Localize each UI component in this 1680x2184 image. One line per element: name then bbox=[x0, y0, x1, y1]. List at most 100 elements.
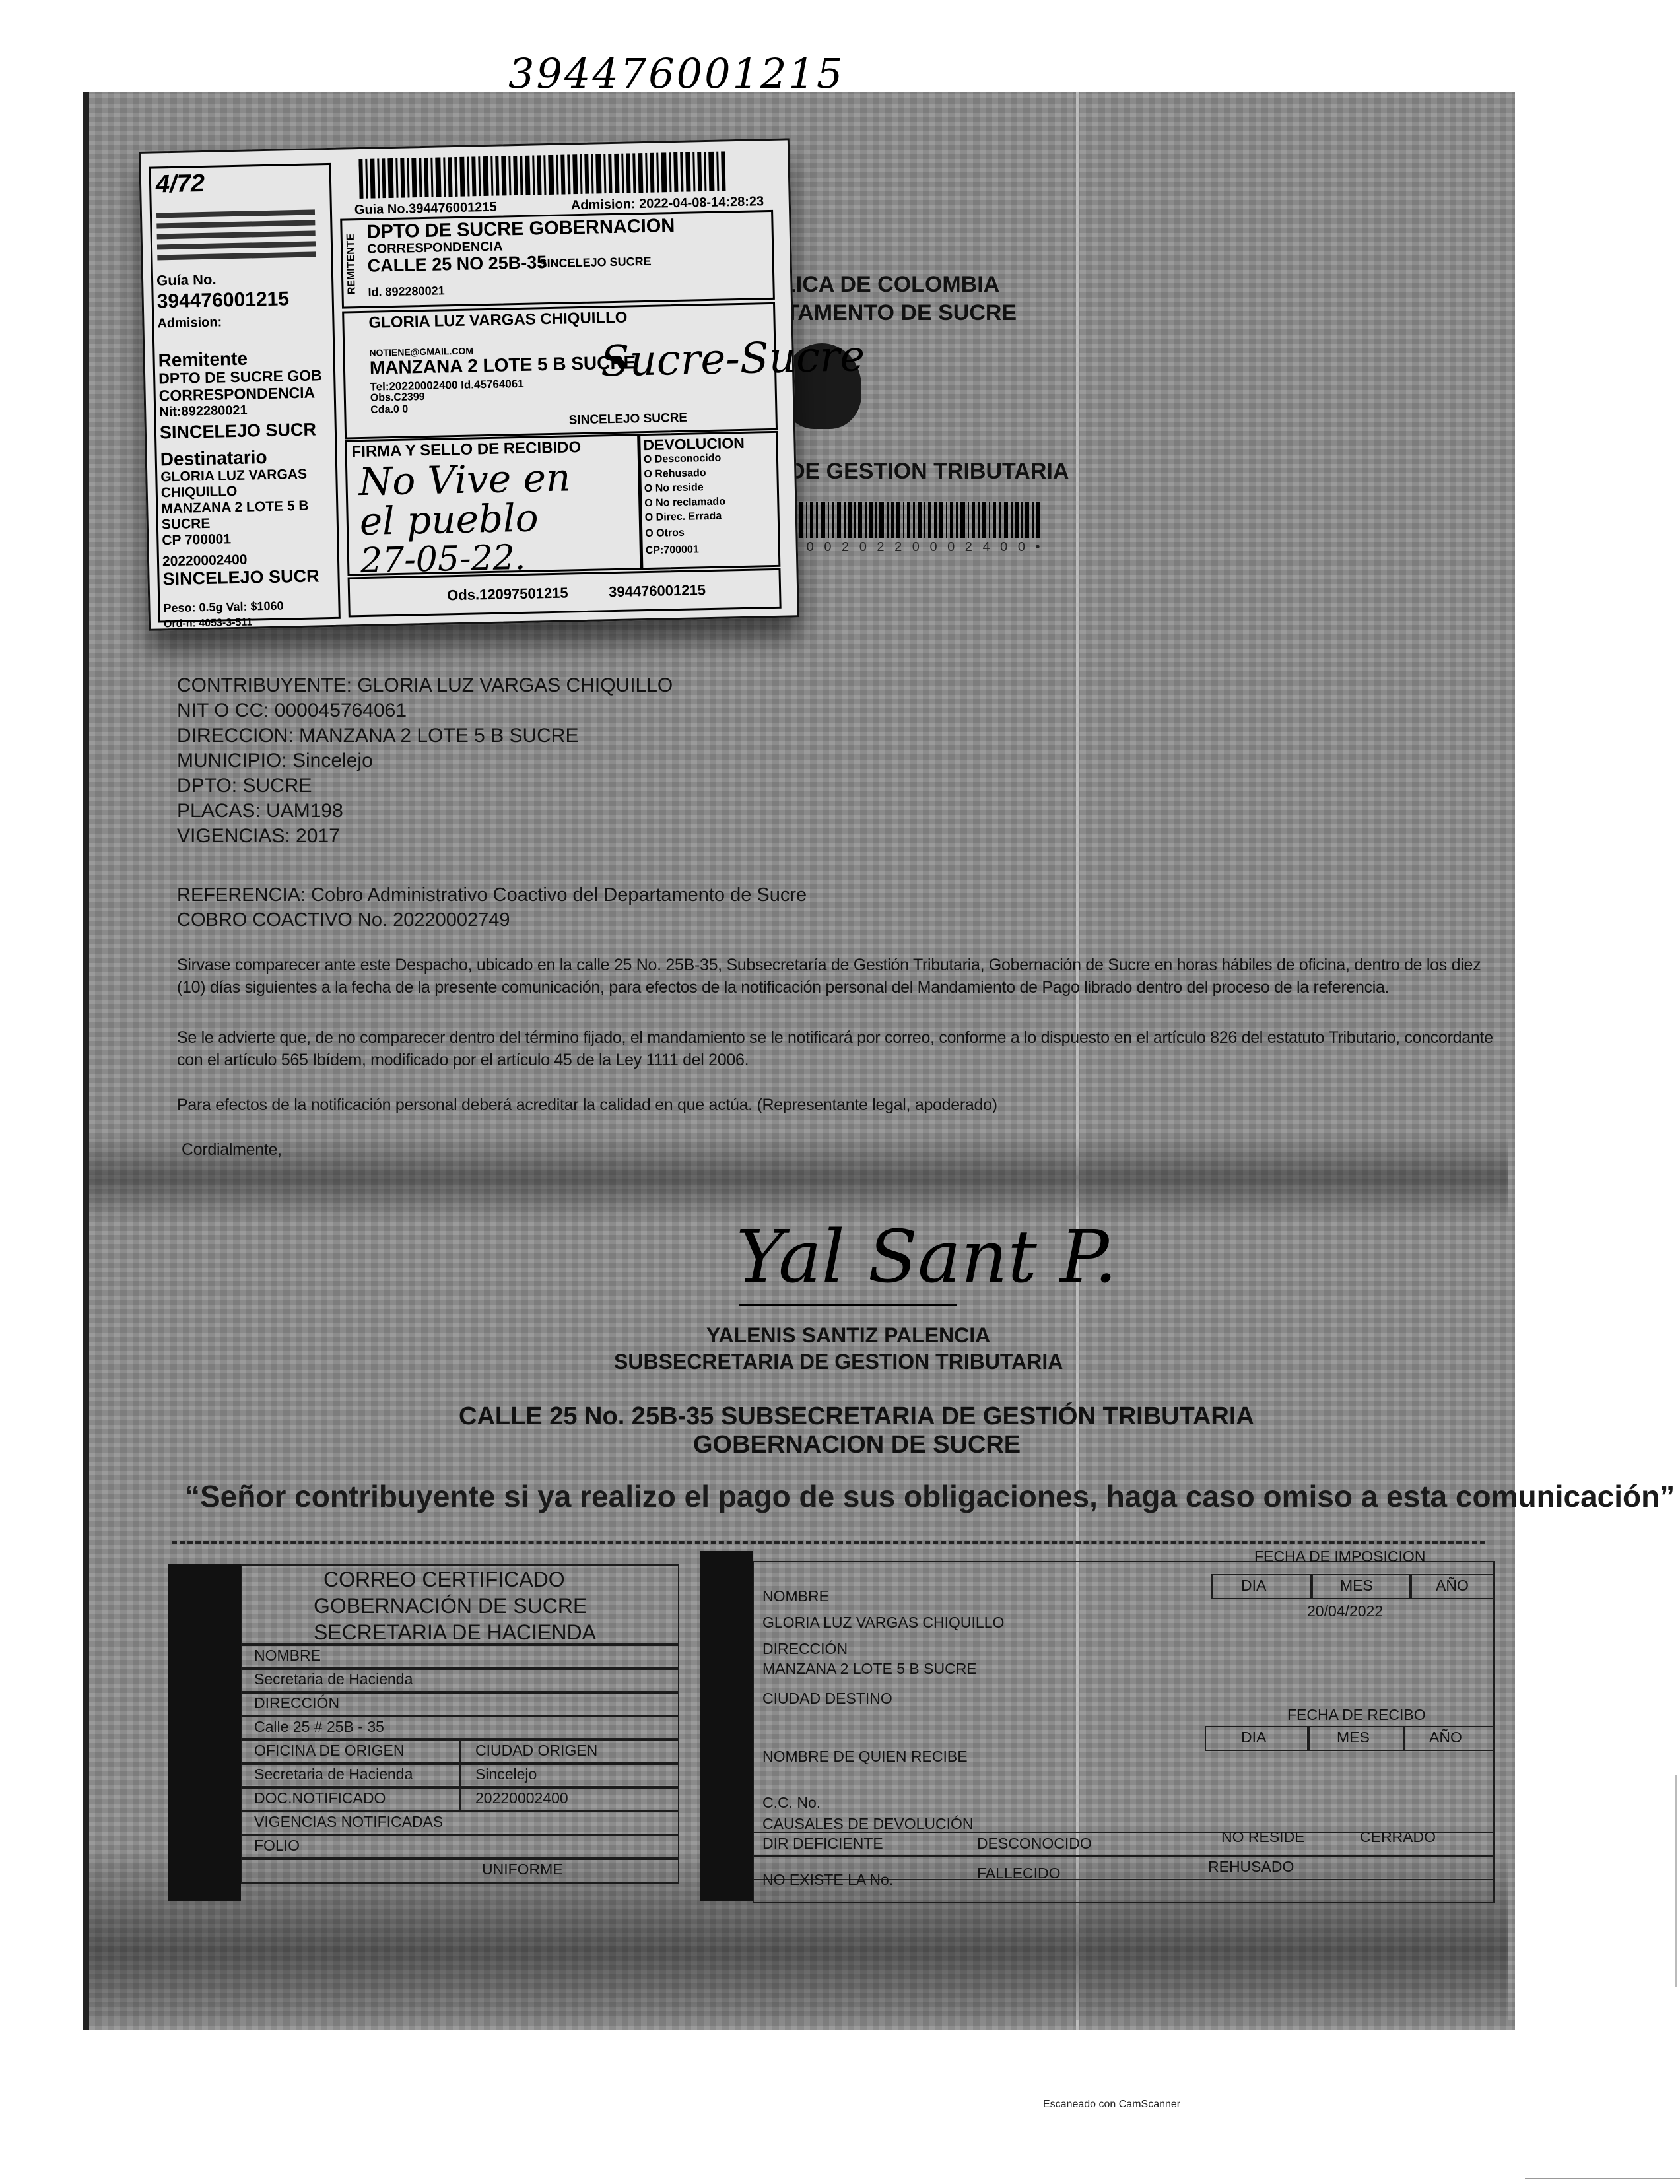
guia-number-bottom: 394476001215 bbox=[608, 581, 706, 601]
barcode-icon bbox=[789, 502, 1040, 538]
form-label: C.C. No. bbox=[762, 1794, 821, 1811]
cut-dashed-line bbox=[172, 1541, 1485, 1544]
form-value: Sincelejo bbox=[475, 1766, 537, 1783]
form-label: NO EXISTE LA No. bbox=[762, 1871, 894, 1888]
form-cell bbox=[1205, 1726, 1310, 1751]
destinatario-line: CP 700001 bbox=[162, 531, 232, 548]
admision-date: Admision: 2022-04-08-14:28:23 bbox=[570, 194, 764, 213]
form-cell bbox=[241, 1738, 461, 1765]
devolucion-option: O No reside bbox=[644, 482, 704, 495]
form-label: UNIFORME bbox=[482, 1861, 563, 1878]
form-value: MANZANA 2 LOTE 5 B SUCRE bbox=[762, 1660, 977, 1677]
remitente-line: Nit:892280021 bbox=[159, 403, 248, 420]
destinatario-title: Destinatario bbox=[160, 447, 267, 470]
form-label: FECHA DE RECIBO bbox=[1287, 1706, 1426, 1723]
form-cell bbox=[1403, 1726, 1495, 1751]
header-department: TAMENTO DE SUCRE bbox=[786, 300, 1017, 325]
header-office: DE GESTION TRIBUTARIA bbox=[789, 459, 1069, 484]
ods-number: Ods.12097501215 bbox=[446, 584, 568, 604]
scan-edge-line bbox=[1525, 2178, 1680, 2179]
orden-text: Ord-n: 4053-3-511 bbox=[163, 616, 253, 630]
paragraph-line: con el artículo 565 Ibídem, modificado p… bbox=[177, 1051, 749, 1069]
paragraph-line: Se le advierte que, de no comparecer den… bbox=[177, 1028, 1493, 1047]
signer-name: YALENIS SANTIZ PALENCIA bbox=[706, 1323, 991, 1347]
form-label: AÑO bbox=[1436, 1577, 1469, 1594]
form-value: GLORIA LUZ VARGAS CHIQUILLO bbox=[762, 1614, 1005, 1631]
dpto-line: DPTO: SUCRE bbox=[177, 775, 312, 797]
form-black-bar bbox=[168, 1564, 241, 1901]
office-name: GOBERNACION DE SUCRE bbox=[693, 1431, 1021, 1459]
devolucion-option: O No reclamado bbox=[644, 496, 726, 510]
paragraph-line: (10) días siguientes a la fecha de la pr… bbox=[177, 978, 1390, 997]
destinatario-box-line: Obs.C2399 bbox=[370, 391, 425, 404]
form-cell bbox=[1307, 1726, 1405, 1751]
form-cell bbox=[459, 1786, 679, 1812]
form-cell bbox=[753, 1855, 1495, 1880]
form-subtitle: SECRETARIA DE HACIENDA bbox=[314, 1620, 596, 1644]
form-cell bbox=[1409, 1574, 1495, 1599]
municipio-line: MUNICIPIO: Sincelejo bbox=[177, 750, 373, 772]
form-label: DIRECCIÓN bbox=[254, 1694, 340, 1711]
devolucion-option: O Rehusado bbox=[644, 467, 706, 480]
handwritten-date: 27-05-22. bbox=[360, 537, 526, 581]
form-label: NOMBRE DE QUIEN RECIBE bbox=[762, 1748, 968, 1765]
contribuyente-line: CONTRIBUYENTE: GLORIA LUZ VARGAS CHIQUIL… bbox=[177, 675, 673, 696]
camscanner-watermark: Escaneado con CamScanner bbox=[1043, 2099, 1181, 2110]
form-label: FALLECIDO bbox=[977, 1865, 1061, 1882]
nit-line: NIT O CC: 000045764061 bbox=[177, 700, 407, 721]
admision-label: Admision: bbox=[157, 315, 222, 331]
form-label: AÑO bbox=[1429, 1729, 1462, 1746]
form-label: MES bbox=[1340, 1577, 1373, 1594]
form-label: CAUSALES DE DEVOLUCIÓN bbox=[762, 1815, 974, 1832]
devolucion-cp: CP:700001 bbox=[645, 544, 699, 557]
vigencias-line: VIGENCIAS: 2017 bbox=[177, 825, 340, 847]
destinatario-line: SUCRE bbox=[161, 515, 211, 533]
form-title-cell bbox=[241, 1564, 679, 1646]
referencia-line: REFERENCIA: Cobro Administrativo Coactiv… bbox=[177, 884, 807, 906]
courier-logo: 4/72 bbox=[155, 169, 205, 199]
form-label: DIA bbox=[1241, 1729, 1267, 1746]
scan-shadow bbox=[89, 1135, 1508, 1221]
form-cell bbox=[241, 1810, 679, 1836]
barcode-icon bbox=[358, 151, 726, 199]
form-cell bbox=[459, 1738, 679, 1765]
form-label: FOLIO bbox=[254, 1837, 300, 1854]
form-cell bbox=[241, 1786, 461, 1812]
form-label: DIA bbox=[1241, 1577, 1267, 1594]
form-label: VIGENCIAS NOTIFICADAS bbox=[254, 1813, 444, 1830]
form-label: CIUDAD DESTINO bbox=[762, 1690, 892, 1707]
form-label: DESCONOCIDO bbox=[977, 1835, 1092, 1852]
scan-shadow bbox=[89, 1848, 1508, 2020]
form-label: MES bbox=[1337, 1729, 1370, 1746]
form-cell bbox=[241, 1667, 679, 1694]
handwritten-note: el pueblo bbox=[359, 495, 539, 545]
devolucion-title: DEVOLUCION bbox=[643, 434, 745, 454]
form-label: REHUSADO bbox=[1208, 1858, 1294, 1875]
header-republic: LICA DE COLOMBIA bbox=[782, 272, 1000, 297]
handwritten-note: No Vive en bbox=[358, 455, 571, 505]
form-label: FECHA DE IMPOSICION bbox=[1254, 1548, 1426, 1565]
guia-label: Guía No. bbox=[156, 271, 217, 289]
form-value: Secretaria de Hacienda bbox=[254, 1766, 413, 1783]
remitente-side-label: REMITENTE bbox=[345, 233, 358, 295]
office-address: CALLE 25 No. 25B-35 SUBSECRETARIA DE GES… bbox=[459, 1403, 1254, 1430]
form-label: DOC.NOTIFICADO bbox=[254, 1789, 386, 1806]
remitente-line: CORRESPONDENCIA bbox=[158, 383, 316, 405]
paragraph-line: Para efectos de la notificación personal… bbox=[177, 1096, 997, 1114]
form-cell bbox=[1310, 1574, 1412, 1599]
form-cell bbox=[241, 1643, 679, 1670]
form-cell bbox=[1211, 1574, 1313, 1599]
coat-of-arms-icon bbox=[782, 343, 861, 429]
handwritten-city: Sucre-Sucre bbox=[600, 332, 865, 387]
payment-notice: “Señor contribuyente si ya realizo el pa… bbox=[185, 1479, 1675, 1513]
form-cell bbox=[241, 1762, 461, 1789]
form-label: DIR DEFICIENTE bbox=[762, 1835, 883, 1852]
signature-underline bbox=[739, 1304, 957, 1306]
remitente-box-line: Id. 892280021 bbox=[368, 284, 445, 299]
handwritten-signature: Yal Sant P. bbox=[736, 1214, 1118, 1299]
guia-number: 394476001215 bbox=[156, 288, 290, 313]
destinatario-line: 20220002400 bbox=[162, 552, 248, 570]
form-value: 20/04/2022 bbox=[1307, 1603, 1384, 1620]
remitente-title: Remitente bbox=[158, 348, 248, 371]
devolucion-option: O Desconocido bbox=[643, 452, 722, 466]
